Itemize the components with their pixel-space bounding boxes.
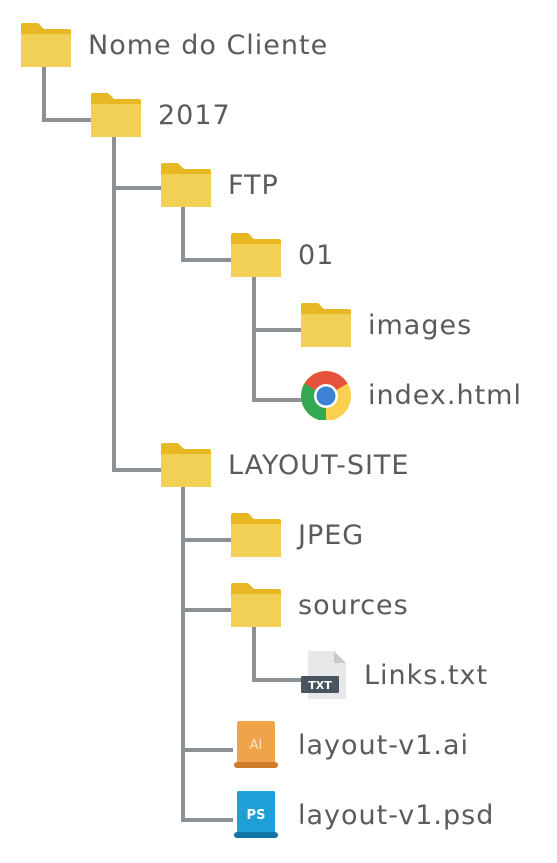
node-label: Links.txt: [364, 659, 489, 691]
node-label: Nome do Cliente: [88, 29, 329, 61]
connector-line: [252, 624, 256, 682]
node-label: JPEG: [298, 519, 365, 551]
tree-node-01[interactable]: 01: [230, 230, 334, 280]
folder-icon: [231, 233, 281, 277]
folder-icon: [231, 513, 281, 557]
ai-badge: AI: [250, 738, 263, 753]
connector-line: [112, 134, 116, 472]
node-label: LAYOUT-SITE: [228, 449, 410, 481]
node-label: FTP: [228, 169, 279, 201]
node-label: index.html: [368, 379, 522, 411]
tree-node-root[interactable]: Nome do Cliente: [20, 20, 328, 70]
tree-node-images[interactable]: images: [300, 300, 472, 350]
tree-node-sources[interactable]: sources: [230, 580, 409, 630]
txt-file-icon: TXT: [301, 651, 346, 699]
connector-line: [181, 748, 233, 752]
connector-line: [181, 258, 233, 262]
tree-node-layout-site[interactable]: LAYOUT-SITE: [160, 440, 409, 490]
connector-line: [181, 608, 233, 612]
connector-line: [181, 538, 233, 542]
tree-node-links-txt[interactable]: TXT Links.txt: [300, 650, 488, 700]
node-label: images: [368, 309, 473, 341]
node-label: sources: [298, 589, 409, 621]
connector-line: [112, 186, 164, 190]
tree-node-2017[interactable]: 2017: [90, 90, 231, 140]
folder-icon: [91, 93, 141, 137]
node-label: 2017: [158, 99, 231, 131]
photoshop-file-icon: PS: [234, 791, 278, 838]
illustrator-file-icon: AI: [234, 721, 278, 768]
folder-icon: [161, 443, 211, 487]
connector-line: [42, 64, 46, 122]
txt-badge: TXT: [308, 679, 332, 692]
folder-icon: [21, 23, 71, 67]
tree-node-layout-ai[interactable]: AI layout-v1.ai: [230, 720, 469, 770]
tree-node-ftp[interactable]: FTP: [160, 160, 279, 210]
tree-node-index-html[interactable]: index.html: [300, 370, 522, 420]
node-label: layout-v1.psd: [298, 799, 495, 831]
connector-line: [42, 118, 94, 122]
chrome-icon: [301, 371, 351, 420]
node-label: layout-v1.ai: [298, 729, 470, 761]
ps-badge: PS: [247, 808, 266, 823]
node-label: 01: [298, 239, 335, 271]
connector-line: [181, 818, 233, 822]
tree-node-layout-psd[interactable]: PS layout-v1.psd: [230, 790, 494, 840]
connector-line: [252, 328, 304, 332]
connector-line: [181, 484, 185, 822]
connector-line: [112, 468, 164, 472]
folder-icon: [161, 163, 211, 207]
folder-icon: [231, 583, 281, 627]
folder-icon: [301, 303, 351, 347]
tree-node-jpeg[interactable]: JPEG: [230, 510, 364, 560]
connector-line: [181, 204, 185, 262]
connector-line: [252, 274, 256, 402]
connector-line: [252, 398, 304, 402]
connector-line: [252, 678, 304, 682]
